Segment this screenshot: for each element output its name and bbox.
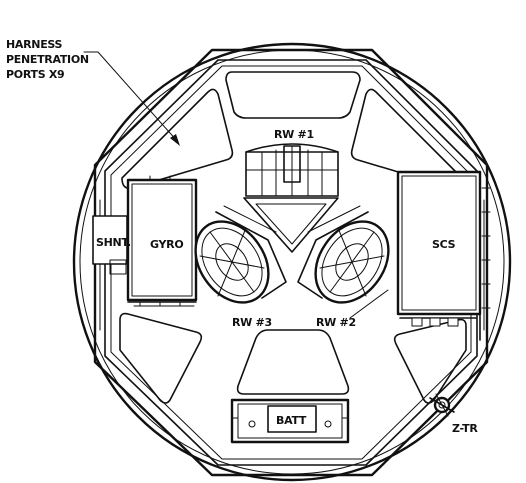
gyro-label: GYRO	[150, 238, 183, 251]
harness-label-line2: PENETRATION	[6, 53, 89, 66]
reaction-wheel-1: RW #1	[245, 128, 339, 197]
gyro-box: GYRO	[126, 175, 198, 307]
shunt-label: SHNT.	[96, 236, 131, 249]
scs-connectors	[411, 187, 491, 327]
harness-label-line1: HARNESS	[6, 38, 63, 51]
reaction-wheel-3: RW #3	[194, 205, 287, 329]
reaction-wheel-2: RW #2	[297, 205, 390, 329]
harness-label-line3: PORTS X9	[6, 68, 64, 81]
rw2-label: RW #2	[316, 316, 356, 329]
gyro-ticks	[139, 175, 181, 307]
scs-label: SCS	[432, 238, 456, 251]
shunt-box: SHNT.	[92, 215, 131, 275]
battery-label: BATT	[276, 414, 307, 427]
harness-arrowhead	[170, 134, 180, 146]
scs-box: SCS	[396, 170, 491, 327]
rw3-label: RW #3	[232, 316, 272, 329]
battery-box: BATT	[230, 398, 350, 444]
z-torque-rod: Z-TR	[429, 393, 479, 435]
rw1-label: RW #1	[274, 128, 314, 141]
z-torque-rod-label: Z-TR	[452, 422, 478, 435]
harness-callout: HARNESS PENETRATION PORTS X9	[6, 38, 180, 146]
harness-leader-line	[83, 51, 179, 143]
